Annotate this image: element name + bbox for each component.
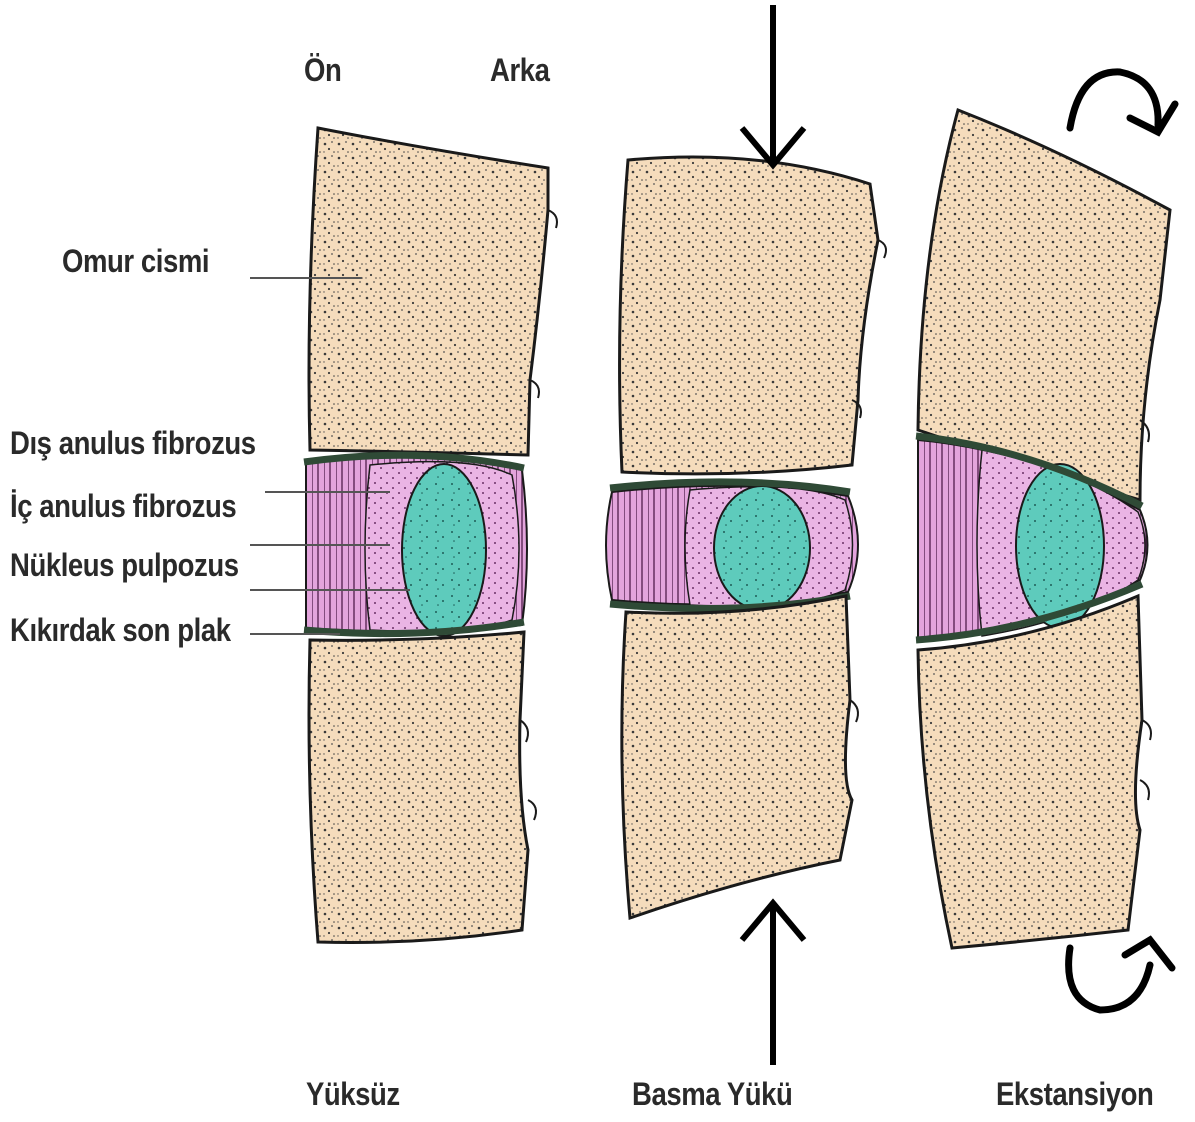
caption-compression: Basma Yükü xyxy=(632,1076,792,1113)
label-outer-annulus: Dış anulus fibrozus xyxy=(10,425,256,462)
caption-extension: Ekstansiyon xyxy=(996,1076,1153,1113)
panel-extension xyxy=(916,72,1175,1010)
vertebral-body-lower xyxy=(309,632,528,943)
panel-unloaded xyxy=(250,128,548,943)
vertebral-body-lower xyxy=(918,596,1142,948)
nucleus-pulposus xyxy=(714,486,810,610)
vertebral-body-upper xyxy=(309,128,548,455)
label-endplate: Kıkırdak son plak xyxy=(10,612,231,649)
label-vertebral-body: Omur cismi xyxy=(62,243,209,280)
vertebral-body-lower xyxy=(622,596,852,918)
caption-unloaded: Yüksüz xyxy=(306,1076,400,1113)
panel-compression xyxy=(606,5,878,1065)
disc-compressed xyxy=(606,482,858,610)
nucleus-pulposus xyxy=(402,464,486,636)
label-nucleus: Nükleus pulpozus xyxy=(10,547,239,584)
back-label: Arka xyxy=(490,52,549,89)
front-label: Ön xyxy=(304,52,341,89)
vertebral-body-upper xyxy=(620,157,878,474)
label-inner-annulus: İç anulus fibrozus xyxy=(10,488,236,525)
